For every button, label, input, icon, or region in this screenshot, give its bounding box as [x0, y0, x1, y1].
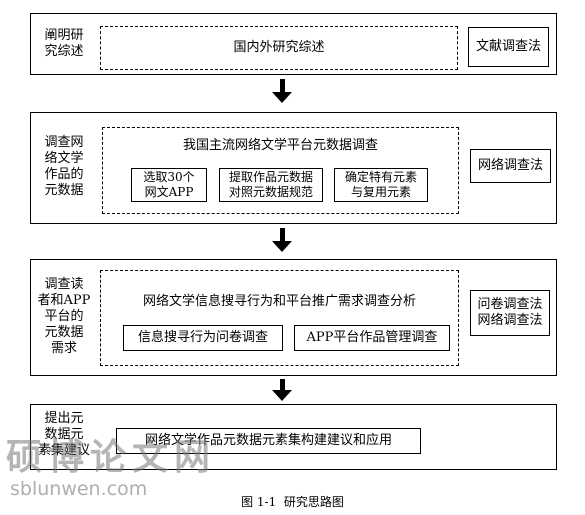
stage-2-sub-text-1: 选取30个 网文APP [143, 170, 195, 199]
figure-caption: 图 1-1 研究思路图 [241, 495, 344, 509]
stage-3-label: 调查读 者和APP 平台的 元数据 需求 [37, 277, 91, 356]
stage-2-sub-box-1: 选取30个 网文APP [131, 168, 207, 202]
stage-1-dashed-text: 国内外研究综述 [233, 40, 325, 55]
stage-2-dashed-title: 我国主流网络文学平台元数据调查 [182, 138, 378, 153]
stage-4-label: 提出元 数据元 素集建议 [37, 411, 90, 458]
stage-3-method-box: 问卷调查法 网络调查法 [470, 290, 550, 336]
arrow-1-shaft [280, 79, 285, 93]
stage-2-method-text: 网络调查法 [477, 158, 543, 173]
stage-2-sub-text-3: 确定特有元素 与复用元素 [344, 170, 417, 199]
stage-1-method-text: 文献调查法 [475, 39, 541, 54]
arrow-2-shaft [280, 228, 285, 242]
stage-3-box [30, 259, 557, 376]
stage-2-dashed-group [102, 127, 459, 214]
stage-1-dashed-group [100, 26, 458, 70]
arrow-1-head [272, 92, 292, 103]
stage-3-dashed-group [100, 270, 459, 366]
stage-4-result-box: 网络文学作品元数据元素集构建建议和应用 [116, 428, 421, 454]
stage-3-sub-box-2: APP平台作品管理调查 [294, 325, 450, 351]
stage-2-label: 调查网 络文学 作品的 元数据 [44, 135, 84, 198]
stage-1-label: 阐明研 究综述 [44, 28, 84, 59]
stage-3-sub-text-1: 信息搜寻行为问卷调查 [137, 330, 268, 345]
stage-4-result-text: 网络文学作品元数据元素集构建建议和应用 [144, 433, 392, 448]
stage-1-method-box: 文献调查法 [468, 27, 549, 67]
stage-2-method-box: 网络调查法 [470, 149, 551, 183]
stage-2-sub-text-2: 提取作品元数据 对照元数据规范 [228, 170, 313, 199]
arrow-3-shaft [280, 379, 285, 391]
stage-3-sub-box-1: 信息搜寻行为问卷调查 [123, 325, 283, 351]
stage-2-sub-box-2: 提取作品元数据 对照元数据规范 [219, 168, 323, 202]
arrow-3-head [272, 390, 292, 401]
stage-3-sub-text-2: APP平台作品管理调查 [306, 330, 438, 345]
stage-2-sub-box-3: 确定特有元素 与复用元素 [334, 168, 428, 202]
arrow-2-head [272, 241, 292, 252]
stage-3-dashed-title: 网络文学信息搜寻行为和平台推广需求调查分析 [142, 294, 416, 309]
watermark-cn: 硕博论文网 [6, 437, 217, 478]
watermark-en: sblunwen.com [10, 478, 148, 500]
stage-3-method-text: 问卷调查法 网络调查法 [477, 297, 543, 328]
